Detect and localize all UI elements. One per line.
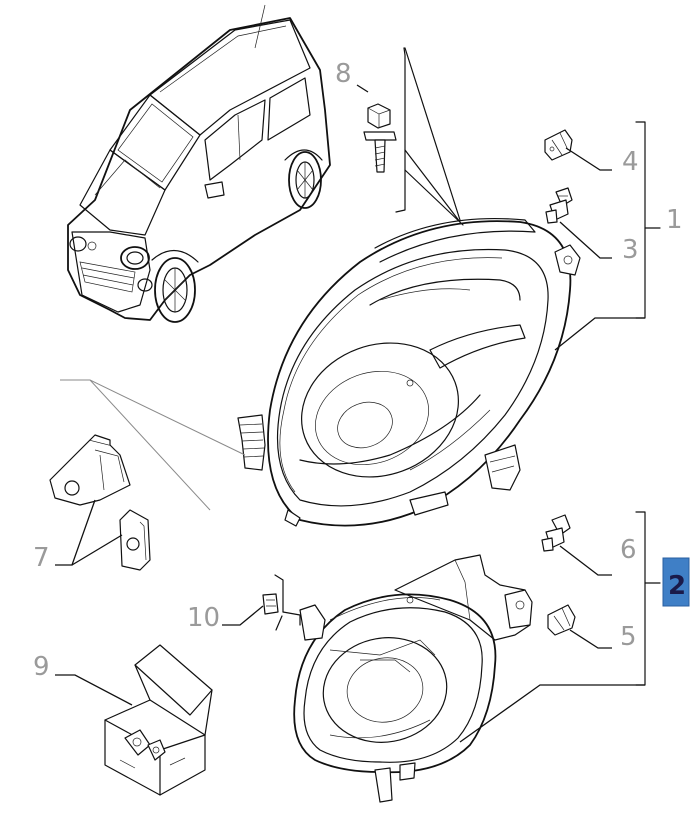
bulb-5-icon [547,604,576,636]
bulb-4-icon [544,129,573,161]
callout-8: 8 [335,59,352,89]
headlamp-assembly-alt-icon [293,554,533,803]
callout-5: 5 [620,622,637,652]
bulb-3-icon [545,187,573,224]
callout-9: 9 [33,652,50,682]
bracket-7a-icon [49,434,131,506]
callout-2: 2 [668,571,686,601]
callout-3: 3 [622,235,639,265]
callout-6: 6 [620,535,637,565]
callout-7: 7 [33,543,50,573]
callout-10: 10 [187,603,220,633]
bulb-kit-box-icon [104,644,213,796]
bolt-icon [363,103,397,173]
car-overview-icon [67,4,331,323]
clip-icon [262,593,279,615]
callout-1: 1 [666,205,683,235]
bracket-7b-icon [119,509,151,571]
callout-4: 4 [622,147,639,177]
highlight-box [662,557,690,607]
bulb-6-icon [541,514,571,552]
callout-8-group: 8 [335,59,369,93]
headlamp-assembly-icon [237,217,581,527]
